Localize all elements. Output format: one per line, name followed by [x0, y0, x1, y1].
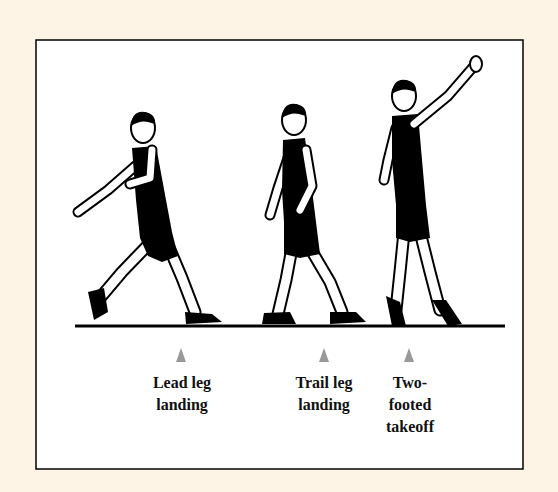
- marker-triangle: [176, 348, 186, 362]
- marker-triangle: [404, 348, 414, 362]
- athlete-figure: [262, 104, 366, 324]
- phase-label: Trail leg landing: [282, 372, 366, 416]
- frame: [36, 40, 523, 469]
- athlete-figure: [384, 56, 482, 326]
- athlete-figure: [78, 112, 222, 324]
- marker-triangle: [319, 348, 329, 362]
- phase-label: Two- footed takeoff: [380, 372, 440, 438]
- phase-label: Lead leg landing: [140, 372, 224, 416]
- ground-line: [75, 325, 505, 328]
